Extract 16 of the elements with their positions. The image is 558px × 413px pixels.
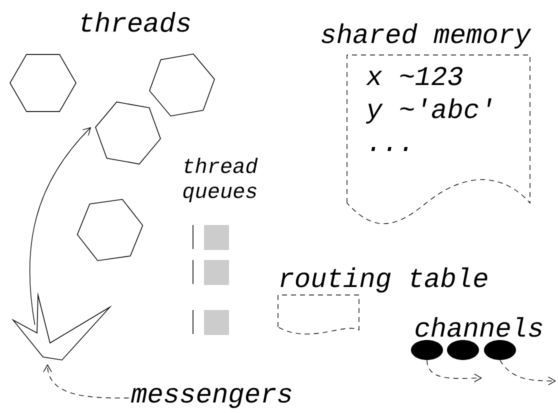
hexagon [10, 54, 76, 112]
hexagon [76, 198, 144, 262]
node-label: routing table [280, 267, 488, 293]
messengers-label: messengers [131, 388, 292, 408]
node-label: shared memory [322, 23, 532, 49]
arrow [43, 364, 130, 398]
arrow [500, 360, 556, 386]
channel-dot [411, 340, 443, 360]
hexagon [95, 102, 161, 164]
heading: threads [82, 12, 190, 32]
channel-dot [484, 340, 516, 360]
heading: channels [416, 317, 542, 337]
hexagon [149, 54, 215, 116]
arrow [426, 360, 482, 382]
channel-dot [447, 340, 479, 360]
heading: thread queues [183, 158, 258, 202]
